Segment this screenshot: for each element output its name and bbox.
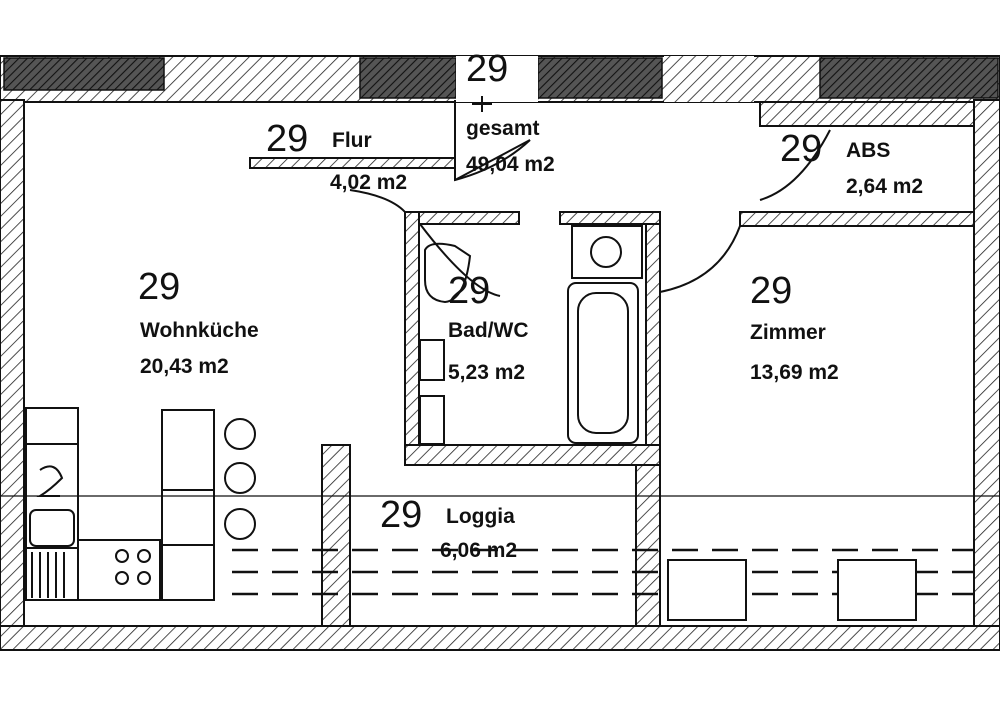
room-area-wohnkuche: 20,43 m2 [140, 355, 229, 378]
room-area-flur: 4,02 m2 [330, 171, 408, 194]
room-area-abs: 2,64 m2 [846, 175, 924, 198]
room-number-flur: 29 [266, 118, 309, 160]
room-number-bad: 29 [448, 270, 491, 312]
exterior-wall-left [0, 99, 25, 649]
room-name-zimmer: Zimmer [750, 321, 826, 344]
room-name-abs: ABS [846, 139, 891, 162]
room-name-flur: Flur [332, 129, 372, 152]
room-area-loggia: 6,06 m2 [440, 539, 518, 562]
room-number-gesamt: 29 [466, 48, 509, 90]
exterior-wall-right [973, 99, 1000, 649]
exterior-wall-top [0, 55, 1000, 103]
room-name-gesamt: gesamt [466, 117, 540, 140]
room-number-loggia: 29 [380, 494, 423, 536]
room-number-abs: 29 [780, 128, 823, 170]
room-area-zimmer: 13,69 m2 [750, 361, 839, 384]
kitchen-furniture [25, 407, 256, 601]
radiators [667, 559, 917, 621]
bathroom-fixtures [419, 225, 643, 445]
room-area-gesamt: 49,04 m2 [466, 153, 555, 176]
exterior-wall-bottom [0, 625, 1000, 651]
room-number-zimmer: 29 [750, 270, 793, 312]
door-stub [472, 96, 492, 112]
room-name-loggia: Loggia [446, 505, 515, 528]
interior-walls [249, 101, 975, 646]
room-name-bad: Bad/WC [448, 319, 529, 342]
room-area-bad: 5,23 m2 [448, 361, 526, 384]
door-swings [349, 100, 831, 297]
room-name-wohnkuche: Wohnküche [140, 319, 259, 342]
room-number-wohnkuche: 29 [138, 266, 181, 308]
